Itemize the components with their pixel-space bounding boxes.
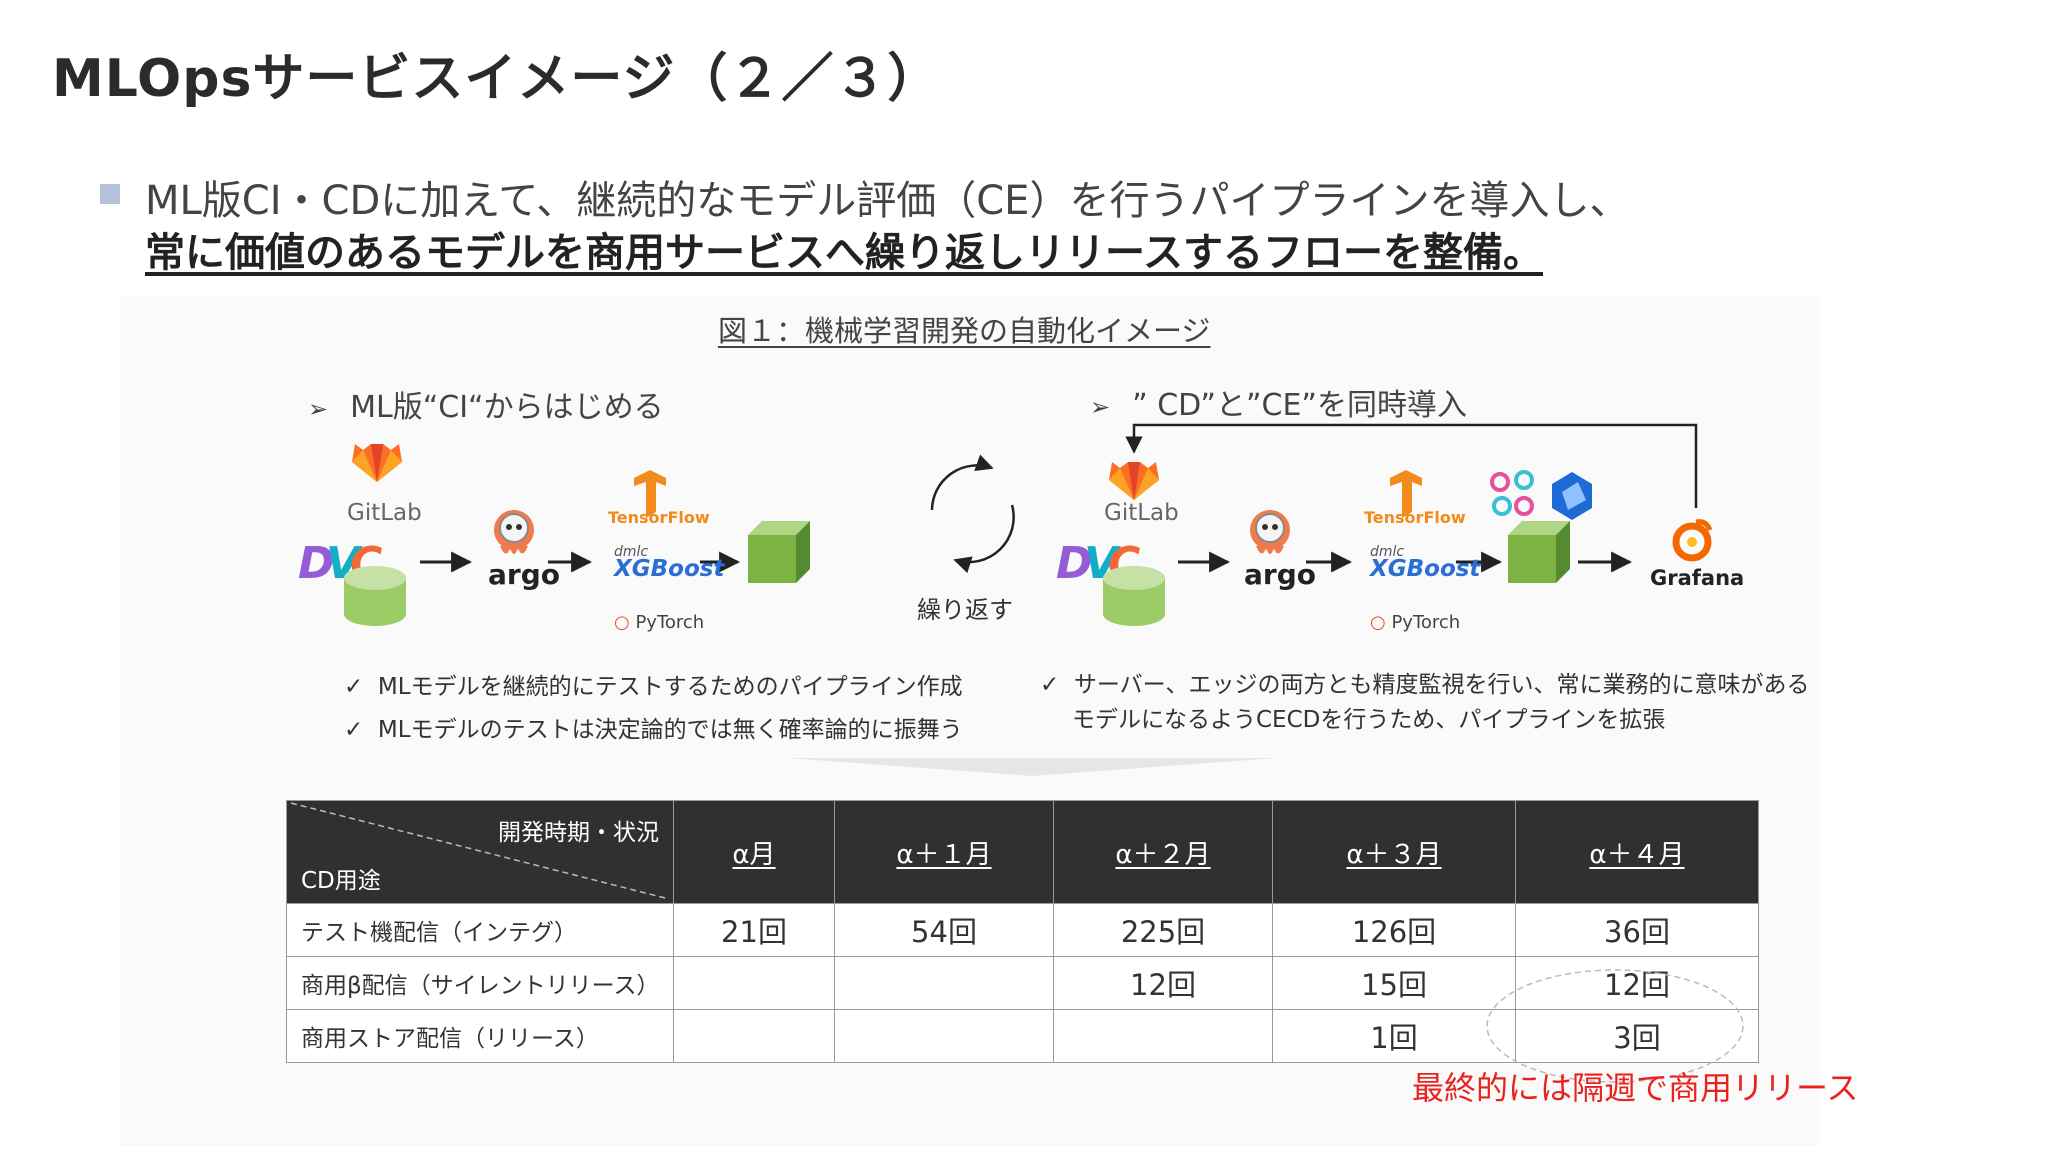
check-icon: ✓ — [1040, 672, 1060, 698]
dmlc-label: dmlc — [614, 544, 649, 560]
pytorch-label-text: PyTorch — [1391, 612, 1461, 633]
month-header: α＋４月 — [1515, 800, 1759, 904]
table-cell — [673, 956, 835, 1010]
table-cell — [834, 956, 1054, 1010]
database-icon — [344, 566, 406, 626]
argo-label: argo — [1244, 558, 1316, 591]
table-cell — [1053, 1009, 1273, 1063]
repeat-cycle-icon — [930, 454, 1015, 574]
table-corner-header: 開発時期・状況 CD用途 — [286, 800, 674, 904]
table-cell — [673, 1009, 835, 1063]
dmlc-label: dmlc — [1370, 544, 1405, 560]
pytorch-icon: ○ — [614, 612, 630, 633]
xgboost-label: XGBoost — [614, 556, 725, 582]
table-cell: 126回 — [1272, 903, 1516, 957]
gitlab-icon — [352, 444, 402, 482]
list-item: ✓ MLモデルを継続的にテストするためのパイプライン作成 — [344, 670, 963, 705]
diagonal-divider — [290, 802, 670, 900]
cd-frequency-table: 開発時期・状況 CD用途 α月 α＋１月 α＋２月 α＋３月 α＋４月 テスト機… — [286, 800, 1759, 1063]
table-cell: 3回 — [1515, 1009, 1759, 1063]
grafana-icon — [1672, 519, 1713, 562]
arrow-bullet-icon: ➢ — [1090, 393, 1111, 421]
argo-label: argo — [488, 558, 560, 591]
model-cube-icon — [1508, 521, 1570, 583]
argo-icon — [494, 510, 534, 554]
check-icon: ✓ — [344, 674, 364, 700]
release-note: 最終的には隔週で商用リリース — [1412, 1069, 1859, 1107]
left-check-list: ✓ MLモデルを継続的にテストするためのパイプライン作成 ✓ MLモデルのテスト… — [344, 670, 963, 748]
list-item: ✓ サーバー、エッジの両方とも精度監視を行い、常に業務的に意味がある — [1040, 668, 1809, 703]
month-header: α月 — [673, 800, 835, 904]
table-cell: 36回 — [1515, 903, 1759, 957]
repeat-label: 繰り返す — [917, 596, 1013, 624]
svg-text:D: D — [298, 538, 335, 589]
argo-icon — [1250, 510, 1290, 554]
pytorch-label: ○ PyTorch — [1370, 612, 1460, 633]
table-cell: 21回 — [673, 903, 835, 957]
table-cell: 15回 — [1272, 956, 1516, 1010]
table-cell — [834, 1009, 1054, 1063]
list-item: ✓ MLモデルのテストは決定論的では無く確率論的に振舞う — [344, 713, 963, 748]
check-text: サーバー、エッジの両方とも精度監視を行い、常に業務的に意味がある — [1073, 672, 1810, 698]
table-cell: 54回 — [834, 903, 1054, 957]
tensorflow-label: TensorFlow — [1364, 508, 1466, 527]
bullet-square-icon — [100, 184, 120, 204]
table-row: テスト機配信（インテグ） 21回 54回 225回 126回 36回 — [286, 903, 1759, 957]
check-text-continued: モデルになるようCECDを行うため、パイプラインを拡張 — [1072, 707, 1666, 733]
slide-title: MLOpsサービスイメージ（２／３） — [52, 49, 941, 109]
tensorflow-icon — [1390, 470, 1422, 518]
month-header: α＋１月 — [834, 800, 1054, 904]
table-cell: 1回 — [1272, 1009, 1516, 1063]
check-icon: ✓ — [344, 717, 364, 743]
left-heading-text: ML版“CI“からはじめる — [350, 390, 664, 425]
grafana-label: Grafana — [1650, 566, 1745, 590]
tensorflow-icon — [634, 470, 666, 518]
bullet-line-2: 常に価値のあるモデルを商用サービスへ繰り返しリリースするフローを整備。 — [145, 230, 1543, 276]
arrow-bullet-icon: ➢ — [308, 395, 329, 423]
xgboost-label: XGBoost — [1370, 556, 1481, 582]
tensorflow-label: TensorFlow — [608, 508, 710, 527]
left-heading: ➢ ML版“CI“からはじめる — [308, 382, 664, 426]
check-text: MLモデルのテストは決定論的では無く確率論的に振舞う — [377, 717, 963, 743]
pytorch-icon: ○ — [1370, 612, 1386, 633]
svg-text:D: D — [1056, 538, 1093, 589]
table-cell: 12回 — [1053, 956, 1273, 1010]
pytorch-label: ○ PyTorch — [614, 612, 704, 633]
gitlab-label: GitLab — [347, 500, 422, 526]
kubeflow-icon — [1552, 472, 1592, 520]
check-text: MLモデルを継続的にテストするためのパイプライン作成 — [377, 674, 963, 700]
month-header: α＋２月 — [1053, 800, 1273, 904]
right-heading-text: ” CD”と”CE”を同時導入 — [1132, 388, 1467, 423]
gitlab-label: GitLab — [1104, 500, 1179, 526]
pytorch-label-text: PyTorch — [635, 612, 705, 633]
table-cell: 225回 — [1053, 903, 1273, 957]
row-label: 商用β配信（サイレントリリース） — [286, 956, 674, 1010]
model-cube-icon — [748, 521, 810, 583]
row-label: 商用ストア配信（リリース） — [286, 1009, 674, 1063]
row-label: テスト機配信（インテグ） — [286, 903, 674, 957]
bullet-line-1: ML版CI・CDに加えて、継続的なモデル評価（CE）を行うパイプラインを導入し、 — [145, 178, 1630, 224]
gitlab-icon — [1109, 462, 1159, 500]
table-cell: 12回 — [1515, 956, 1759, 1010]
database-icon — [1103, 566, 1165, 626]
month-header: α＋３月 — [1272, 800, 1516, 904]
table-row: 商用ストア配信（リリース） 1回 3回 — [286, 1009, 1759, 1063]
right-heading: ➢ ” CD”と”CE”を同時導入 — [1090, 380, 1467, 424]
section-divider — [788, 758, 1276, 776]
highlight-ellipse — [1486, 969, 1744, 1083]
header-period-label: 開発時期・状況 — [498, 820, 659, 846]
header-usage-label: CD用途 — [301, 868, 381, 894]
figure-caption: 図１：機械学習開発の自動化イメージ — [718, 314, 1211, 348]
seldon-icon — [1490, 470, 1534, 516]
right-check-list: ✓ サーバー、エッジの両方とも精度監視を行い、常に業務的に意味がある モデルにな… — [1040, 668, 1809, 738]
